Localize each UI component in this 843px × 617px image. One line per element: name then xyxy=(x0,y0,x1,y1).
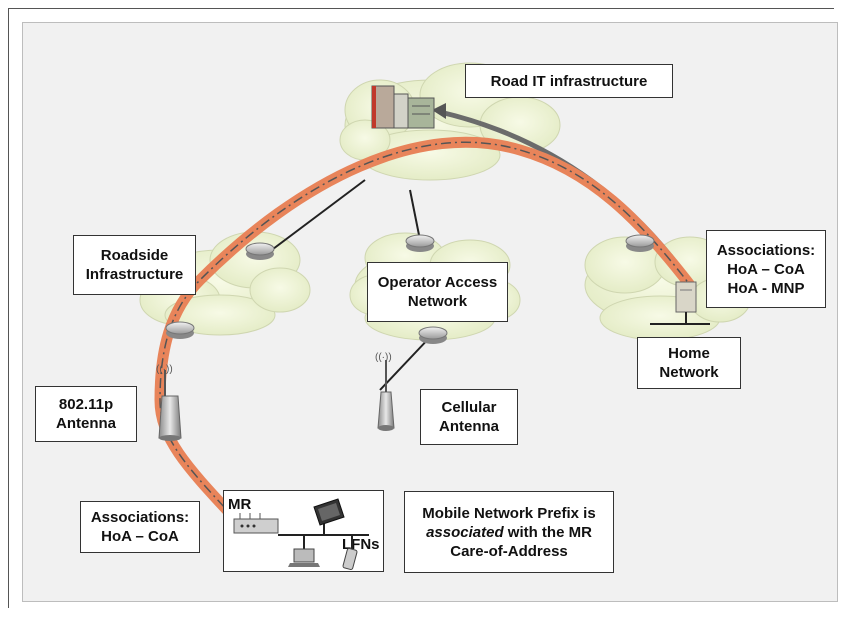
router-roadside-upper xyxy=(245,242,275,260)
mobile-network-graphics: MR LFNs xyxy=(228,496,380,571)
tablet-icon xyxy=(313,498,345,526)
router-roadside-lower xyxy=(165,321,195,339)
home-network-label: Home Network xyxy=(637,337,741,389)
mr-label: MR xyxy=(228,496,251,513)
link-lines xyxy=(264,179,433,391)
router-operator-lower xyxy=(418,326,448,344)
operator-label: Operator Access Network xyxy=(367,262,508,322)
phone-icon xyxy=(342,547,358,571)
frame-edge-left xyxy=(8,8,9,608)
mobile-router-icon xyxy=(233,513,279,534)
router-operator-upper xyxy=(405,234,435,252)
80211p-antenna-label: 802.11p Antenna xyxy=(35,386,137,442)
mnp-note-label: Mobile Network Prefix is associated with… xyxy=(404,491,614,573)
cellular-antenna-icon: ((·)) xyxy=(375,352,395,431)
svg-text:((·)): ((·)) xyxy=(375,352,392,363)
home-agent-server-icon xyxy=(650,281,710,325)
cellular-antenna-label: Cellular Antenna xyxy=(420,389,518,445)
router-home xyxy=(625,234,655,252)
laptop-icon xyxy=(288,548,320,567)
mobile-network-box: MR LFNs xyxy=(223,490,384,572)
svg-text:((·)): ((·)) xyxy=(156,364,173,375)
frame-edge-top xyxy=(8,8,834,9)
mr-associations-label: Associations: HoA – CoA xyxy=(80,501,200,553)
80211p-antenna-icon: ((·)) xyxy=(156,364,182,441)
roadside-label: Roadside Infrastructure xyxy=(73,235,196,295)
server-rack-icon xyxy=(371,85,435,129)
home-associations-label: Associations: HoA – CoA HoA - MNP xyxy=(706,230,826,308)
road-it-label: Road IT infrastructure xyxy=(465,64,673,98)
arrow-head xyxy=(432,103,446,119)
